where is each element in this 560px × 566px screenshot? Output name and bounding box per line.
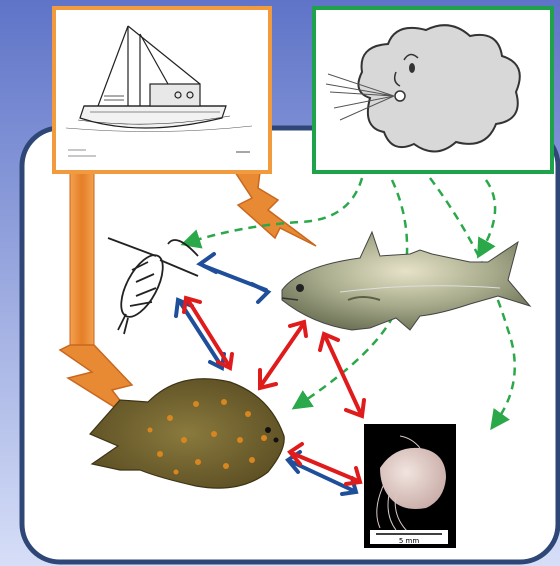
scale-bar-label: 5 mm: [399, 537, 419, 545]
shrimp-node: 5 mm: [364, 424, 456, 548]
wind-box: [314, 8, 552, 172]
fishing-boat-box: [54, 8, 270, 172]
